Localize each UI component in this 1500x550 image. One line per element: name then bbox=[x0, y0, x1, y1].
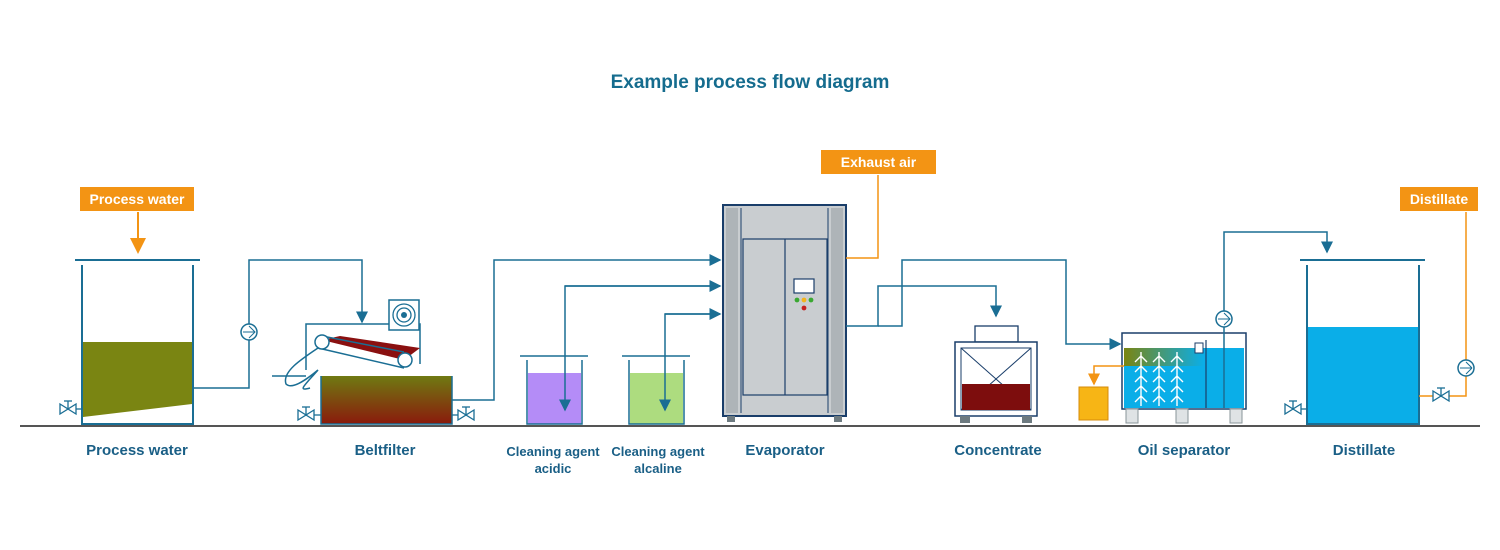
label-beltfilter: Beltfilter bbox=[354, 442, 416, 459]
distillate-fill bbox=[1308, 327, 1418, 424]
label-cleaning-alcaline-line1: Cleaning agent bbox=[611, 444, 705, 459]
process-water-tank bbox=[59, 259, 200, 425]
process-water-fill bbox=[83, 342, 192, 417]
oil-collection-drum bbox=[1078, 386, 1109, 421]
belt-sludge bbox=[322, 336, 420, 360]
pipe-to-beltfilter bbox=[193, 259, 368, 389]
pump-icon bbox=[1215, 310, 1233, 328]
valve-icon bbox=[297, 406, 321, 422]
label-process-water: Process water bbox=[86, 442, 188, 459]
acidic-tank bbox=[520, 355, 588, 425]
concentrate-fill bbox=[962, 384, 1030, 410]
label-distillate: Distillate bbox=[1332, 442, 1396, 459]
evaporator-cabinet bbox=[722, 204, 847, 422]
oil-drain-line bbox=[1088, 365, 1124, 386]
valve-icon bbox=[59, 400, 82, 416]
pipe-to-evaporator bbox=[452, 254, 722, 401]
label-oil-separator: Oil separator bbox=[1137, 442, 1231, 459]
diagram-title: Example process flow diagram bbox=[610, 72, 890, 93]
oil-layer bbox=[1124, 348, 1204, 366]
acidic-fill bbox=[528, 373, 581, 424]
label-cleaning-acidic-line2: acidic bbox=[534, 461, 572, 476]
coalescer-elements bbox=[1134, 352, 1184, 406]
beltfilter-basin bbox=[321, 376, 452, 424]
alcaline-tank bbox=[622, 355, 690, 425]
label-evaporator: Evaporator bbox=[745, 442, 825, 459]
alcaline-fill bbox=[630, 373, 683, 424]
label-cleaning-acidic: Cleaning agent acidic bbox=[493, 443, 613, 477]
tag-exhaust-air: Exhaust air bbox=[821, 150, 936, 174]
exhaust-air-line bbox=[846, 175, 879, 259]
label-cleaning-alcaline-line2: alcaline bbox=[634, 461, 682, 476]
valve-icon bbox=[452, 406, 475, 422]
distillate-tank bbox=[1284, 259, 1425, 425]
tag-distillate: Distillate bbox=[1400, 187, 1478, 211]
pipe-to-oil-separator bbox=[878, 259, 1122, 350]
label-concentrate: Concentrate bbox=[954, 442, 1042, 459]
control-display bbox=[793, 278, 815, 294]
concentrate-container bbox=[954, 325, 1038, 423]
pipe-to-concentrate bbox=[846, 285, 1002, 327]
oil-separator-unit bbox=[1121, 332, 1247, 424]
valve-icon bbox=[1284, 400, 1307, 416]
label-cleaning-alcaline: Cleaning agent alcaline bbox=[598, 443, 718, 477]
pump-icon bbox=[1457, 359, 1475, 377]
beltfilter-unit bbox=[272, 299, 475, 425]
pump-icon bbox=[240, 323, 258, 341]
tag-process-water: Process water bbox=[80, 187, 194, 211]
label-cleaning-acidic-line1: Cleaning agent bbox=[506, 444, 600, 459]
valve-icon bbox=[1432, 387, 1450, 403]
